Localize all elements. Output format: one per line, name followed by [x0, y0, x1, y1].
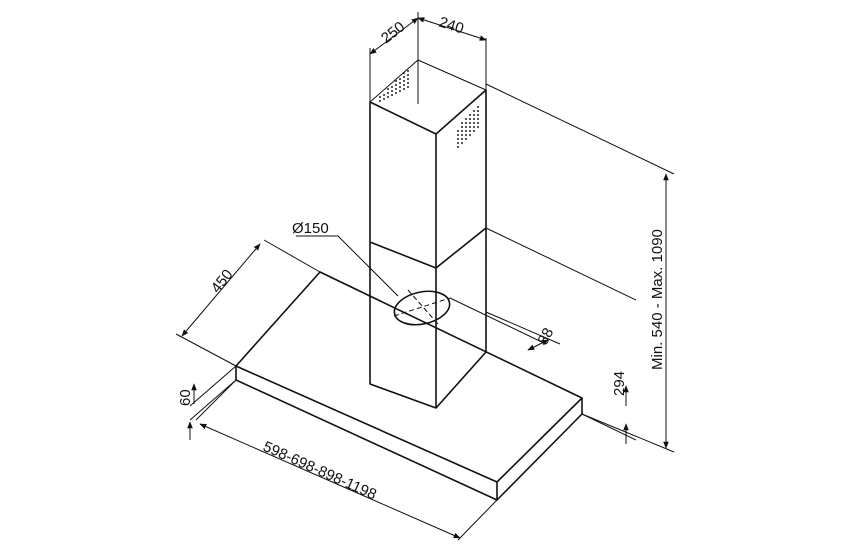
label-widths: 598-698-898-1198 — [260, 438, 379, 503]
label-total-height: Min. 540 - Max. 1090 — [649, 229, 666, 370]
label-duct-diameter: Ø150 — [292, 220, 329, 237]
label-hood-depth: 450 — [208, 266, 237, 296]
label-chimney-depth: 250 — [378, 18, 408, 47]
vent-slots-right — [457, 106, 479, 148]
base-plate-front — [235, 366, 498, 501]
base-plate-side — [496, 398, 583, 501]
label-base-thickness: 60 — [177, 389, 194, 406]
duct-outlet — [393, 290, 451, 326]
label-chimney-width: 240 — [437, 14, 466, 38]
label-canopy-height: 294 — [611, 371, 628, 396]
dimension-lines — [175, 12, 675, 541]
lower-chimney — [369, 227, 487, 409]
vent-slots-left — [379, 68, 409, 102]
hood-drawing — [235, 59, 583, 501]
upper-chimney-top — [369, 59, 487, 103]
label-outlet-offset: 88 — [535, 325, 558, 348]
upper-chimney-front — [369, 101, 437, 268]
